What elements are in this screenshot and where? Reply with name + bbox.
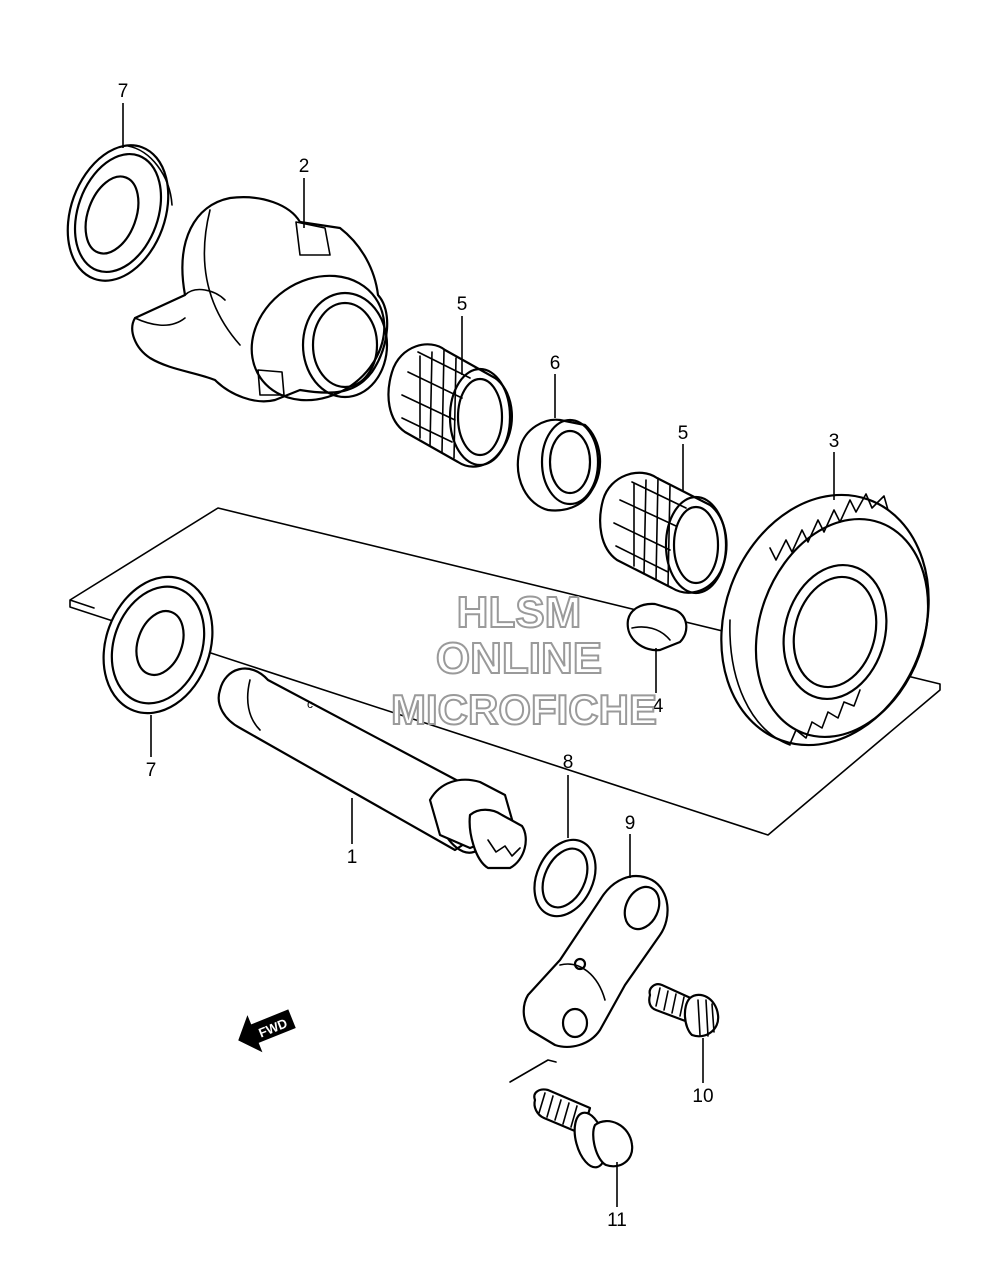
part-10-bolt bbox=[648, 983, 720, 1038]
part-8-washer bbox=[533, 838, 597, 918]
part-7-seal-bottom bbox=[102, 575, 214, 715]
callout-4: 4 bbox=[653, 696, 664, 717]
watermark-line-2: ONLINE bbox=[436, 634, 602, 683]
callout-10: 10 bbox=[692, 1086, 713, 1107]
callout-5-upper: 5 bbox=[457, 294, 468, 315]
part-3-gear bbox=[720, 493, 930, 747]
part-1-shaft: c bbox=[217, 667, 527, 870]
callout-8: 8 bbox=[563, 752, 574, 773]
assembly-hint-line bbox=[509, 1059, 557, 1083]
callout-3: 3 bbox=[829, 431, 840, 452]
watermark: HLSM ONLINE MICROFICHE bbox=[390, 587, 658, 734]
callout-6: 6 bbox=[550, 353, 561, 374]
callout-5-lower: 5 bbox=[678, 423, 689, 444]
watermark-line-3: MICROFICHE bbox=[391, 686, 657, 733]
part-9-lever bbox=[522, 875, 669, 1048]
part-2-housing bbox=[131, 196, 389, 403]
part-11-flange-bolt bbox=[533, 1088, 634, 1169]
part-7-seal-top bbox=[66, 144, 173, 282]
callout-11: 11 bbox=[607, 1210, 627, 1231]
fwd-arrow-icon: FWD bbox=[238, 1009, 296, 1053]
part-6-collar bbox=[516, 418, 602, 512]
callout-9: 9 bbox=[625, 813, 636, 834]
callout-7-top: 7 bbox=[118, 81, 129, 102]
callout-labels: 7 2 5 6 5 3 7 4 1 8 9 10 11 bbox=[118, 81, 840, 1231]
assembly-outline bbox=[69, 507, 941, 836]
callout-7-bottom: 7 bbox=[146, 760, 157, 781]
callout-1: 1 bbox=[347, 847, 358, 868]
watermark-line-1: HLSM bbox=[457, 588, 582, 637]
part-5-needle-bearing-lower bbox=[599, 471, 728, 595]
leader-lines bbox=[122, 103, 835, 1207]
callout-2: 2 bbox=[299, 156, 310, 177]
part-4-key bbox=[626, 602, 688, 652]
svg-text:c: c bbox=[307, 697, 313, 711]
part-5-needle-bearing-upper bbox=[387, 343, 513, 468]
